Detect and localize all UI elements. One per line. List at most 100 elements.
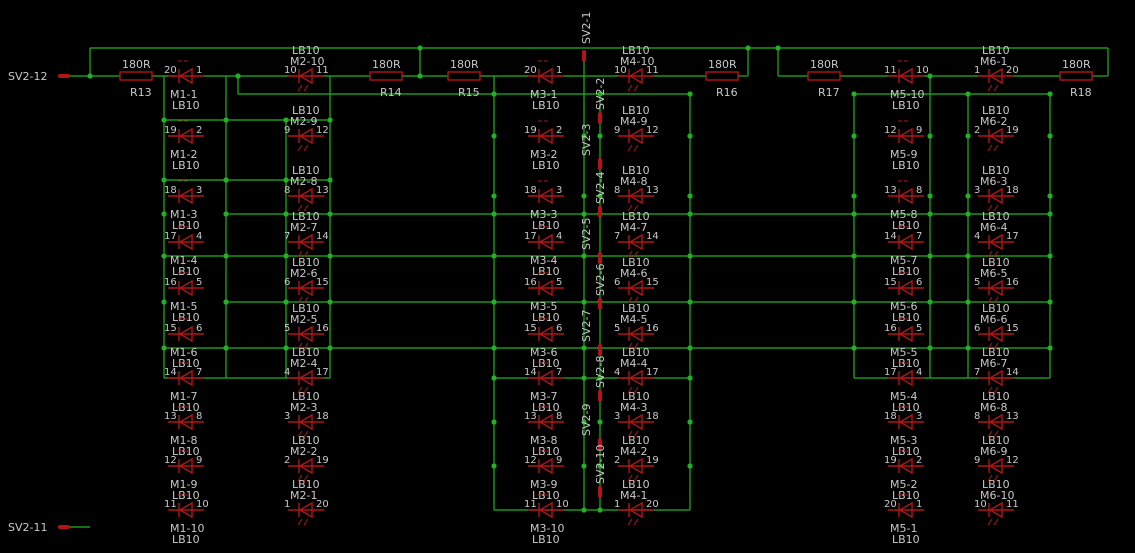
junction-dot (283, 345, 289, 351)
resistor-body (705, 71, 739, 81)
led-value: LB10 (892, 159, 920, 172)
led-value: LB10 (622, 302, 650, 315)
led-value: LB10 (982, 390, 1010, 403)
junction-dot (161, 299, 167, 305)
junction-dot (851, 133, 857, 139)
pin-number-right: 4 (916, 367, 922, 378)
pin-number-left: 9 (974, 455, 980, 466)
junction-dot (491, 375, 497, 381)
pin-number-right: 2 (556, 125, 562, 136)
pin-number-right: 18 (646, 411, 659, 422)
junction-dot (327, 211, 333, 217)
diode-symbol (178, 127, 193, 145)
led-name: M1-4 (170, 254, 197, 267)
resistor-value: 180R (810, 58, 839, 71)
junction-dot (965, 253, 971, 259)
diode-symbol (988, 413, 1003, 431)
connector-label: SV2-9 (580, 404, 593, 436)
pin-number-right: 9 (916, 125, 922, 136)
junction-dot (327, 177, 333, 183)
pin-number-right: 3 (196, 185, 202, 196)
led-value: LB10 (892, 99, 920, 112)
junction-dot (283, 177, 289, 183)
connector-label: SV2-8 (594, 356, 607, 388)
junction-dot (927, 299, 933, 305)
pin-number-left: 9 (284, 125, 290, 136)
pin-number-left: 6 (284, 277, 290, 288)
connector-pin (598, 252, 602, 264)
junction-dot (491, 193, 497, 199)
resistor-value: 180R (372, 58, 401, 71)
junction-dot (581, 463, 587, 469)
connector-pin (598, 158, 602, 170)
junction-dot (927, 73, 933, 79)
junction-dot (491, 345, 497, 351)
resistor-value: 180R (708, 58, 737, 71)
pin-number-left: 4 (284, 367, 290, 378)
pin-number-left: 15 (164, 323, 177, 334)
pin-number-left: 20 (524, 65, 537, 76)
diode-symbol (538, 325, 553, 343)
junction-dot (851, 345, 857, 351)
diode-symbol (628, 501, 643, 519)
pin-number-right: 16 (1006, 277, 1019, 288)
led-name: M1-6 (170, 346, 197, 359)
pin-number-left: 18 (884, 411, 897, 422)
led-name: M2-10 (290, 55, 324, 68)
connector-pin (598, 344, 602, 356)
led-value: LB10 (292, 390, 320, 403)
junction-dot (597, 419, 603, 425)
junction-dot (851, 253, 857, 259)
pin-number-right: 5 (916, 323, 922, 334)
diode-symbol (988, 369, 1003, 387)
led-value: LB10 (622, 210, 650, 223)
pin-number-left: 16 (164, 277, 177, 288)
pin-number-left: 5 (974, 277, 980, 288)
connector-sv2-5: SV2-5 (580, 218, 602, 264)
junction-dot (687, 375, 693, 381)
connector-sv2-6: SV2-6 (594, 264, 607, 310)
led-name: M5-9 (890, 148, 917, 161)
diode-symbol (628, 457, 643, 475)
diode-symbol (178, 457, 193, 475)
diode-symbol (988, 187, 1003, 205)
led-name: M1-3 (170, 208, 197, 221)
led-value: LB10 (622, 390, 650, 403)
junction-dot (927, 193, 933, 199)
resistor-body (369, 71, 403, 81)
led-name: M5-3 (890, 434, 917, 447)
led-name: M4-1 (620, 489, 647, 502)
connector-label: SV2-6 (594, 264, 607, 296)
led-name: M3-8 (530, 434, 557, 447)
led-name: M4-3 (620, 401, 647, 414)
resistor-value: 180R (122, 58, 151, 71)
pin-number-right: 6 (196, 323, 202, 334)
pin-number-right: 19 (646, 455, 659, 466)
junction-dot (491, 299, 497, 305)
diode-symbol (538, 413, 553, 431)
pin-number-left: 12 (164, 455, 177, 466)
junction-dot (851, 193, 857, 199)
led-name: M5-8 (890, 208, 917, 221)
junction-dot (87, 73, 93, 79)
junction-dot (1047, 193, 1053, 199)
diode-symbol (988, 325, 1003, 343)
connector-pin (598, 206, 602, 218)
led-value: LB10 (532, 219, 560, 232)
diode-symbol (178, 279, 193, 297)
led-name: M1-2 (170, 148, 197, 161)
